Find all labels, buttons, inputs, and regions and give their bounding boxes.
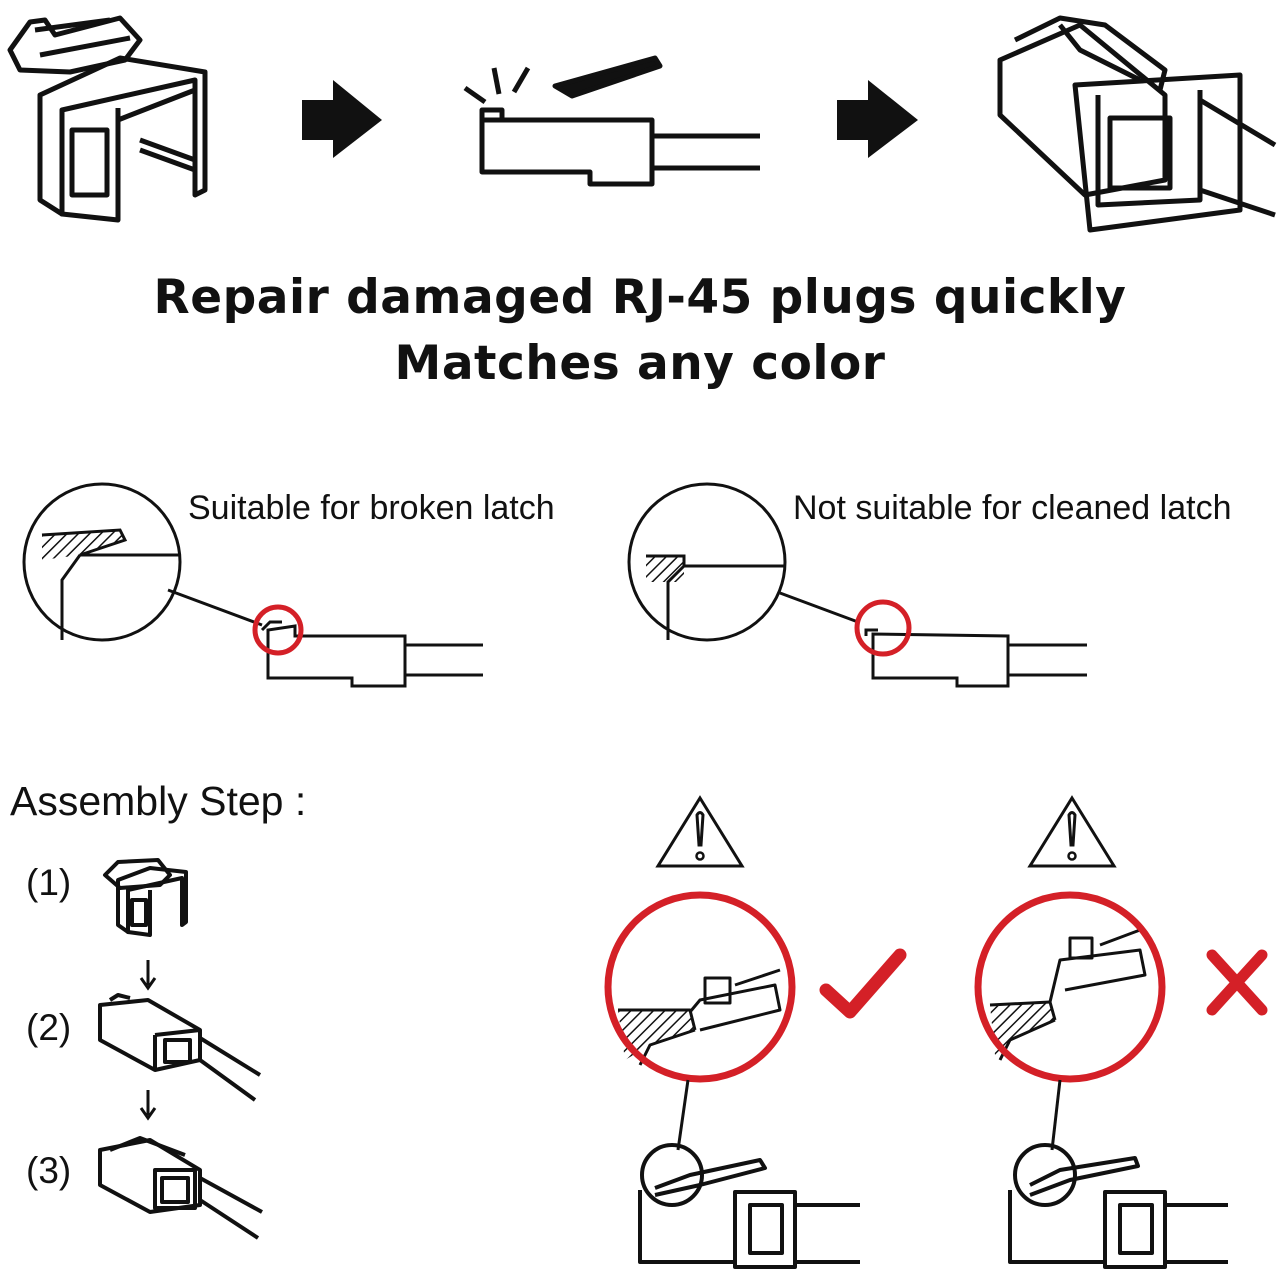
correct-fit-detail (618, 968, 782, 1066)
repair-clip-illustration (7, 15, 208, 223)
arrow-right-icon (837, 80, 918, 158)
incorrect-fit-detail (989, 928, 1147, 1061)
incorrect-fit-plug (1008, 1143, 1228, 1269)
highlight-circle (604, 891, 796, 1083)
check-mark-icon (819, 948, 907, 1019)
assembly-title: Assembly Step : (10, 778, 307, 824)
magnified-detail-circle (627, 482, 787, 642)
headline-secondary: Matches any color (394, 336, 886, 391)
correct-fit-plug (638, 1143, 860, 1269)
arrow-right-icon (302, 80, 382, 158)
highlight-circle (252, 604, 304, 656)
broken-plug-illustration (463, 55, 760, 187)
step-1-clip (103, 858, 188, 937)
suitable-label: Suitable for broken latch (188, 489, 555, 527)
step-number: (1) (26, 862, 72, 903)
warning-triangle-icon (655, 795, 745, 868)
repaired-plug-illustration (997, 15, 1277, 233)
highlight-circle (854, 599, 912, 657)
arrow-down-icon (139, 1090, 157, 1121)
warning-triangle-icon (1027, 795, 1117, 868)
magnified-detail-circle (22, 482, 182, 642)
step-number: (3) (26, 1150, 72, 1191)
not-suitable-detail (627, 482, 1087, 688)
arrow-down-icon (139, 960, 157, 991)
cross-mark-icon (1206, 949, 1268, 1016)
step-2-plug (98, 993, 262, 1102)
suitable-detail (22, 482, 483, 688)
step-3-assembled (98, 1136, 263, 1240)
highlight-circle (974, 891, 1166, 1083)
not-suitable-label: Not suitable for cleaned latch (793, 489, 1232, 527)
step-number: (2) (26, 1007, 72, 1048)
headline-primary: Repair damaged RJ-45 plugs quickly (153, 270, 1127, 325)
